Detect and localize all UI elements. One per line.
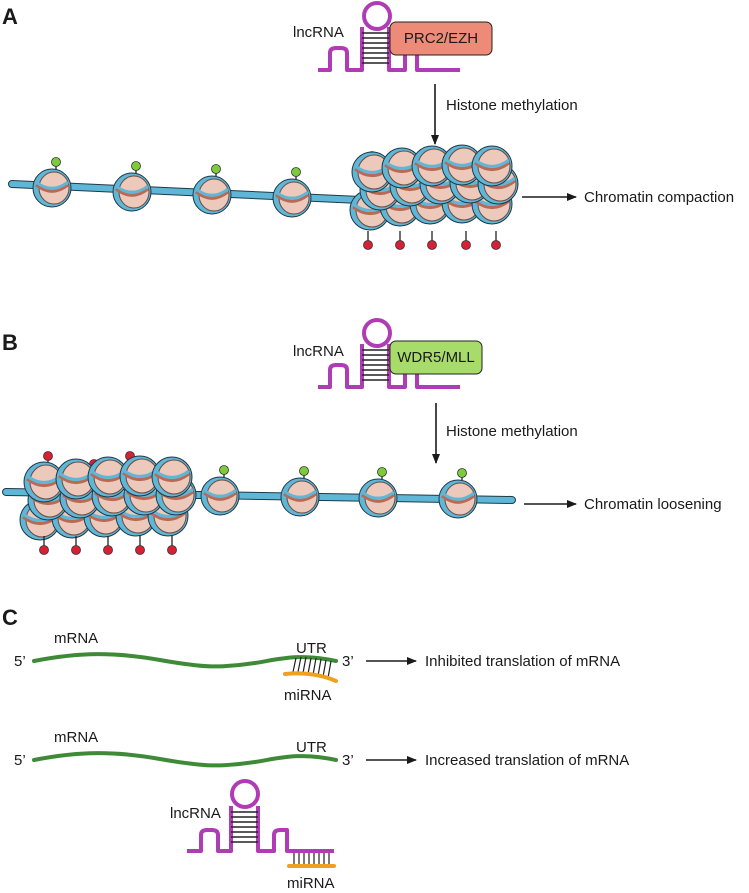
compact-nucleosome — [151, 456, 193, 498]
compact-nucleosome — [23, 461, 65, 503]
compact-nucleosome — [119, 455, 161, 497]
row1-base-pairing — [292, 656, 332, 679]
row1-five-prime-label: 5’ — [14, 653, 26, 670]
red-methyl-mark — [135, 536, 145, 555]
green-methyl-mark — [457, 468, 467, 484]
row1-utr-label: UTR — [296, 640, 327, 657]
open-nucleosome — [200, 476, 240, 516]
row2-five-prime-label: 5’ — [14, 752, 26, 769]
row1-mirna-label: miRNA — [284, 687, 332, 704]
row2-utr-label: UTR — [296, 739, 327, 756]
red-methyl-mark — [461, 231, 471, 250]
row2-mrna-label: mRNA — [54, 729, 98, 746]
row2-base-pairing — [293, 853, 330, 864]
compact-nucleosome — [87, 456, 129, 498]
panel-a: A lncRNA PRC2/EZH Histone methylation Ch… — [2, 1, 734, 250]
panel-b-chromatin — [2, 451, 516, 555]
panel-a-chromatin — [8, 144, 519, 250]
compact-nucleosome — [411, 145, 453, 187]
panel-b-process-label: Histone methylation — [446, 423, 578, 440]
row1-mrna-strand — [32, 652, 338, 669]
wdr5-mll-label: WDR5/MLL — [397, 349, 475, 366]
panel-a-process-label: Histone methylation — [446, 97, 578, 114]
row2-mirna-label: miRNA — [287, 875, 335, 892]
red-methyl-mark — [395, 231, 405, 250]
row1-mirna-strand — [283, 671, 338, 683]
red-methyl-mark — [39, 536, 49, 555]
open-nucleosome — [438, 479, 478, 519]
red-methyl-mark — [491, 231, 501, 250]
panel-b-letter: B — [2, 330, 18, 355]
open-nucleosome — [192, 175, 232, 215]
panel-c-row-1: 5’ mRNA UTR 3’ miRNA Inhibited translati… — [14, 630, 620, 704]
red-methyl-mark — [363, 231, 373, 250]
panel-b: B lncRNA WDR5/MLL Histone methylation Ch… — [2, 318, 722, 555]
prc2-ezh-box — [389, 21, 493, 56]
compact-nucleosome — [471, 145, 513, 187]
open-nucleosome — [272, 178, 312, 218]
row2-outcome-label: Increased translation of mRNA — [425, 752, 629, 769]
row1-three-prime-label: 3’ — [342, 653, 354, 670]
panel-a-letter: A — [2, 4, 18, 29]
row2-three-prime-label: 3’ — [342, 752, 354, 769]
red-methyl-mark — [167, 536, 177, 555]
panel-c-row-2: 5’ mRNA UTR 3’ Increased translation of … — [14, 729, 629, 892]
red-methyl-mark — [103, 536, 113, 555]
panel-b-outcome-label: Chromatin loosening — [584, 496, 722, 513]
open-nucleosome — [32, 168, 72, 208]
red-methyl-mark — [43, 451, 53, 466]
prc2-ezh-label: PRC2/EZH — [404, 30, 478, 47]
wdr5-mll-box — [389, 340, 483, 375]
row2-lncrna-label: lncRNA — [170, 805, 221, 822]
row1-outcome-label: Inhibited translation of mRNA — [425, 653, 620, 670]
red-methyl-mark — [71, 536, 81, 555]
panel-a-lncrna-label: lncRNA — [293, 24, 344, 41]
open-nucleosome — [112, 172, 152, 212]
panel-c-letter: C — [2, 605, 18, 630]
row1-mrna-label: mRNA — [54, 630, 98, 647]
panel-a-outcome-label: Chromatin compaction — [584, 189, 734, 206]
panel-b-lncrna-label: lncRNA — [293, 343, 344, 360]
red-methyl-mark — [427, 231, 437, 250]
row2-mrna-strand — [32, 751, 338, 768]
panel-c: C 5’ mRNA UTR 3’ miRNA Inhibited transla… — [2, 605, 629, 892]
row2-lncrna-hairpin — [187, 779, 334, 853]
open-nucleosome — [358, 478, 398, 518]
open-nucleosome — [280, 477, 320, 517]
